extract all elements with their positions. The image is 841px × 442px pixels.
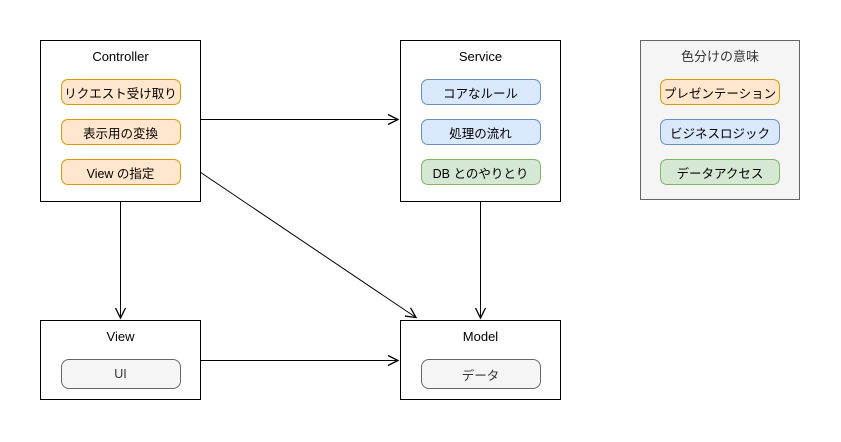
service-item-db-interaction: DB とのやりとり bbox=[420, 159, 541, 185]
model-node: Model データ bbox=[400, 320, 561, 400]
view-node: View UI bbox=[40, 320, 201, 400]
controller-item-display-conversion: 表示用の変換 bbox=[60, 119, 181, 145]
view-item-ui: UI bbox=[60, 359, 181, 389]
service-item-core-rules: コアなルール bbox=[420, 79, 541, 105]
edge-controller-to-model bbox=[199, 171, 418, 319]
service-title: Service bbox=[458, 49, 503, 64]
service-item-process-flow: 処理の流れ bbox=[420, 119, 541, 145]
color-legend: 色分けの意味 プレゼンテーション ビジネスロジック データアクセス bbox=[640, 40, 800, 200]
model-item-data: データ bbox=[420, 359, 541, 389]
model-title: Model bbox=[462, 329, 499, 344]
controller-node: Controller リクエスト受け取り 表示用の変換 View の指定 bbox=[40, 40, 201, 202]
view-title: View bbox=[106, 329, 135, 344]
legend-item-presentation: プレゼンテーション bbox=[660, 79, 780, 105]
legend-item-business-logic: ビジネスロジック bbox=[660, 119, 780, 145]
controller-item-request-intake: リクエスト受け取り bbox=[60, 79, 181, 105]
legend-title: 色分けの意味 bbox=[680, 49, 759, 64]
controller-item-view-selection: View の指定 bbox=[60, 159, 181, 185]
legend-item-data-access: データアクセス bbox=[660, 159, 780, 185]
controller-title: Controller bbox=[92, 49, 149, 64]
service-node: Service コアなルール 処理の流れ DB とのやりとり bbox=[400, 40, 561, 202]
